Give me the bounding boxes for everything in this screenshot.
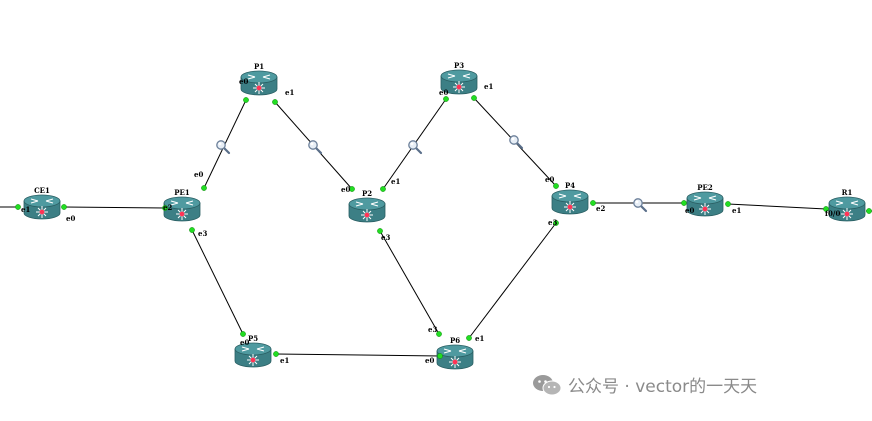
- router-p6[interactable]: P6: [436, 336, 474, 370]
- router-name: P3: [454, 61, 464, 70]
- port-dot: [240, 331, 246, 337]
- router-icon: [23, 194, 61, 220]
- router-name: PE1: [174, 188, 190, 197]
- magnifier-icon[interactable]: [633, 198, 648, 213]
- port-labels-layer: e0 e2 e0 e0 e1 e0 e1 e0 e1 e0 e2 e0 e1 f0/0 e3 e0 e1 e0 e3…: [21, 77, 840, 365]
- port-dot: [725, 201, 731, 207]
- port-label: e1: [21, 205, 30, 214]
- router-p5[interactable]: P5: [234, 334, 272, 368]
- router-icon: [828, 196, 866, 222]
- router-name: P6: [450, 336, 460, 345]
- link-p4-p6[interactable]: [468, 222, 557, 339]
- port-label: e0: [240, 338, 249, 347]
- router-icon: [551, 189, 589, 215]
- port-dot: [272, 99, 278, 105]
- magnifier-icon[interactable]: [308, 140, 323, 155]
- port-dot: [443, 96, 449, 102]
- port-dot: [471, 95, 477, 101]
- router-name: CE1: [34, 186, 50, 195]
- port-label: e0: [545, 175, 554, 184]
- port-label: e1: [280, 356, 289, 365]
- port-dot: [380, 186, 386, 192]
- router-r1[interactable]: R1: [828, 188, 866, 222]
- link-p2-p6[interactable]: [379, 230, 440, 335]
- port-dot: [553, 183, 559, 189]
- port-dot: [243, 97, 249, 103]
- link-ce1-pe1[interactable]: [63, 206, 166, 209]
- port-label: e0: [425, 356, 434, 365]
- router-name: P2: [362, 189, 372, 198]
- router-p1[interactable]: P1: [240, 62, 278, 96]
- port-label: e0: [66, 214, 75, 223]
- port-dot: [437, 353, 443, 359]
- port-dot: [466, 335, 472, 341]
- link-pe2-r1[interactable]: [727, 203, 827, 210]
- router-icon: [348, 197, 386, 223]
- router-pe2[interactable]: PE2: [686, 183, 724, 217]
- port-label: e0: [685, 206, 694, 215]
- port-dot: [681, 200, 687, 206]
- port-label: e2: [163, 203, 172, 212]
- router-icon: [440, 69, 478, 95]
- link-pe1-p5[interactable]: [191, 229, 244, 335]
- capture-markers-layer: [216, 135, 648, 213]
- port-dot: [201, 185, 207, 191]
- magnifier-icon[interactable]: [216, 140, 231, 155]
- port-label: e3: [381, 233, 390, 242]
- router-p3[interactable]: P3: [440, 61, 478, 95]
- router-name: PE2: [697, 183, 713, 192]
- router-pe1[interactable]: PE1: [163, 188, 201, 222]
- port-label: e2: [596, 204, 605, 213]
- port-label: e0: [439, 88, 448, 97]
- port-label: e0: [341, 185, 350, 194]
- router-p4[interactable]: P4: [551, 181, 589, 215]
- router-name: P1: [254, 62, 264, 71]
- port-dot: [15, 204, 21, 210]
- port-label: e0: [239, 77, 248, 86]
- router-icon: [436, 344, 474, 370]
- port-dot: [866, 208, 872, 214]
- watermark-text: 公众号 · vector的一天天: [568, 377, 758, 397]
- port-dot: [162, 205, 168, 211]
- wechat-icon: [533, 374, 562, 395]
- router-p2[interactable]: P2: [348, 189, 386, 223]
- port-dot: [823, 206, 829, 212]
- port-dot: [590, 200, 596, 206]
- port-dot: [189, 227, 195, 233]
- links-layer: [63, 97, 827, 357]
- router-name: P4: [565, 181, 575, 190]
- port-dot: [61, 204, 67, 210]
- link-p5-p6[interactable]: [275, 353, 441, 357]
- port-dot: [553, 220, 559, 226]
- router-icon: [240, 70, 278, 96]
- port-label: e3: [198, 229, 207, 238]
- port-label: e1: [732, 206, 741, 215]
- magnifier-icon[interactable]: [408, 140, 423, 155]
- port-dots-layer: [15, 95, 872, 359]
- router-ce1[interactable]: CE1: [23, 186, 61, 220]
- port-label: f0/0: [825, 209, 840, 218]
- port-dot: [377, 228, 383, 234]
- port-dot: [436, 331, 442, 337]
- port-label: e1: [484, 82, 493, 91]
- port-label: e1: [391, 177, 400, 186]
- port-label: e0: [194, 170, 203, 179]
- port-label: e1: [475, 334, 484, 343]
- port-label: e3: [548, 218, 557, 227]
- port-dot: [273, 351, 279, 357]
- watermark: 公众号 · vector的一天天: [532, 372, 757, 397]
- port-dot: [349, 186, 355, 192]
- router-name: P5: [248, 334, 258, 343]
- port-label: e3: [428, 325, 437, 334]
- router-name: R1: [842, 188, 853, 197]
- router-icon: [686, 191, 724, 217]
- router-icon: [234, 342, 272, 368]
- port-label: e1: [285, 88, 294, 97]
- router-icon: [163, 196, 201, 222]
- magnifier-icon[interactable]: [509, 135, 524, 150]
